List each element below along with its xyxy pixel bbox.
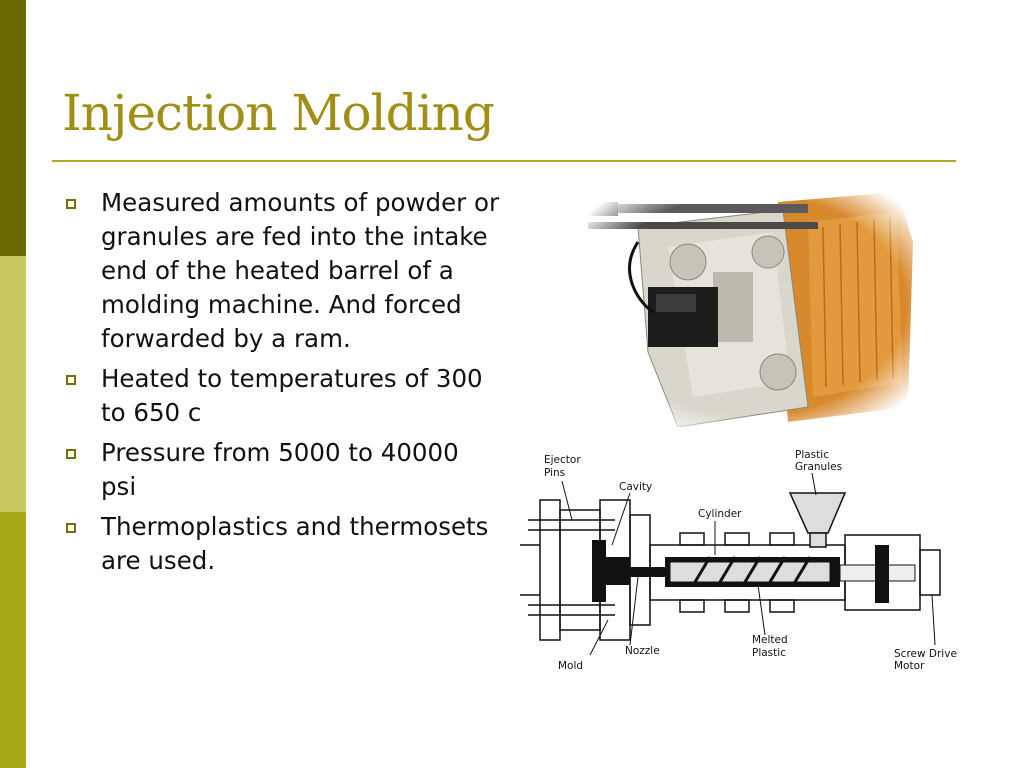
- label-ejector-pins-line2: Pins: [544, 467, 565, 479]
- bullet-item: Thermoplastics and thermosets are used.: [60, 510, 500, 578]
- bullet-item: Pressure from 5000 to 40000 psi: [60, 436, 500, 504]
- bullet-list: Measured amounts of powder or granules a…: [60, 186, 500, 584]
- injection-molding-diagram: Ejector Pins Cavity Plastic Granules Cyl…: [520, 449, 957, 672]
- nozzle: [630, 567, 665, 577]
- bullet-item: Measured amounts of powder or granules a…: [60, 186, 500, 356]
- sidebar-band-middle: [0, 256, 26, 512]
- label-cylinder: Cylinder: [698, 508, 742, 520]
- ram-piston: [875, 545, 889, 603]
- injection-molding-machine-photo: [578, 182, 923, 427]
- hollow-square-bullet-icon: [66, 199, 76, 209]
- sidebar-band-bottom: [0, 512, 26, 768]
- label-screw-drive-motor-line1: Screw Drive: [894, 648, 957, 660]
- label-melted-plastic-line1: Melted: [752, 634, 788, 646]
- bullet-text: Pressure from 5000 to 40000 psi: [101, 438, 459, 501]
- label-cavity: Cavity: [619, 481, 652, 493]
- hollow-square-bullet-icon: [66, 375, 76, 385]
- bullet-item: Heated to temperatures of 300 to 650 c: [60, 362, 500, 430]
- label-plastic-granules-line2: Granules: [795, 461, 842, 473]
- sidebar-decoration: [0, 0, 26, 768]
- bullet-text: Measured amounts of powder or granules a…: [101, 188, 500, 353]
- label-nozzle: Nozzle: [625, 645, 660, 657]
- screw-drive-motor: [919, 549, 941, 596]
- label-plastic-granules-line1: Plastic: [795, 449, 829, 461]
- hollow-square-bullet-icon: [66, 523, 76, 533]
- mold-back-plate: [539, 499, 561, 641]
- label-mold: Mold: [558, 660, 583, 672]
- label-ejector-pins-line1: Ejector: [544, 454, 581, 466]
- label-melted-plastic-line2: Plastic: [752, 647, 786, 659]
- sidebar-band-top: [0, 0, 26, 256]
- slide-title: Injection Molding: [62, 84, 495, 142]
- bullet-text: Heated to temperatures of 300 to 650 c: [101, 364, 483, 427]
- title-divider: [52, 160, 956, 162]
- bullet-text: Thermoplastics and thermosets are used.: [101, 512, 489, 575]
- hollow-square-bullet-icon: [66, 449, 76, 459]
- mold-cavity: [592, 540, 630, 602]
- hopper: [788, 492, 847, 534]
- label-screw-drive-motor-line2: Motor: [894, 660, 925, 672]
